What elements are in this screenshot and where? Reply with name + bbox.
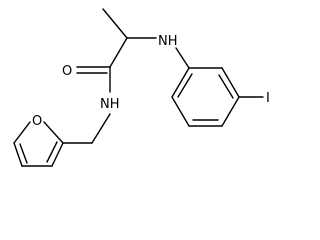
amide-nitrogen-label: NH [100,97,120,112]
carbonyl-oxygen-label: O [62,64,72,79]
benzene-bond-c2-c3-inner [218,74,234,99]
iodine-label: I [266,91,270,106]
amine-nitrogen-label: NH [158,34,178,49]
alpha-carbon-to-carbonyl-bond [109,37,128,68]
furan-bond-c3-c2-inner [46,141,58,163]
methyl-bond [102,8,128,39]
benzene-bond-c6-c1 [171,67,190,98]
furan-bond-c2-o [43,121,64,144]
furan-bond-c5-c4-inner [19,143,28,164]
furan-bond-c5-c4 [13,142,23,167]
benzene-bond-c5-c6 [171,96,190,127]
benzene-bond-c3-c4 [221,96,240,127]
furan-bond-c3-c2 [51,142,64,167]
furan-oxygen-label: O [32,114,42,129]
benzene-bond-c6-c1-inner [177,73,193,98]
benzene-bond-c2-c3 [221,67,240,98]
amide-n-to-methylene-bond [91,113,111,144]
amine-to-phenyl-bond [175,47,190,69]
furan-bond-o-c5 [13,121,31,144]
structure-diagram: O NH NH O I [13,8,270,167]
